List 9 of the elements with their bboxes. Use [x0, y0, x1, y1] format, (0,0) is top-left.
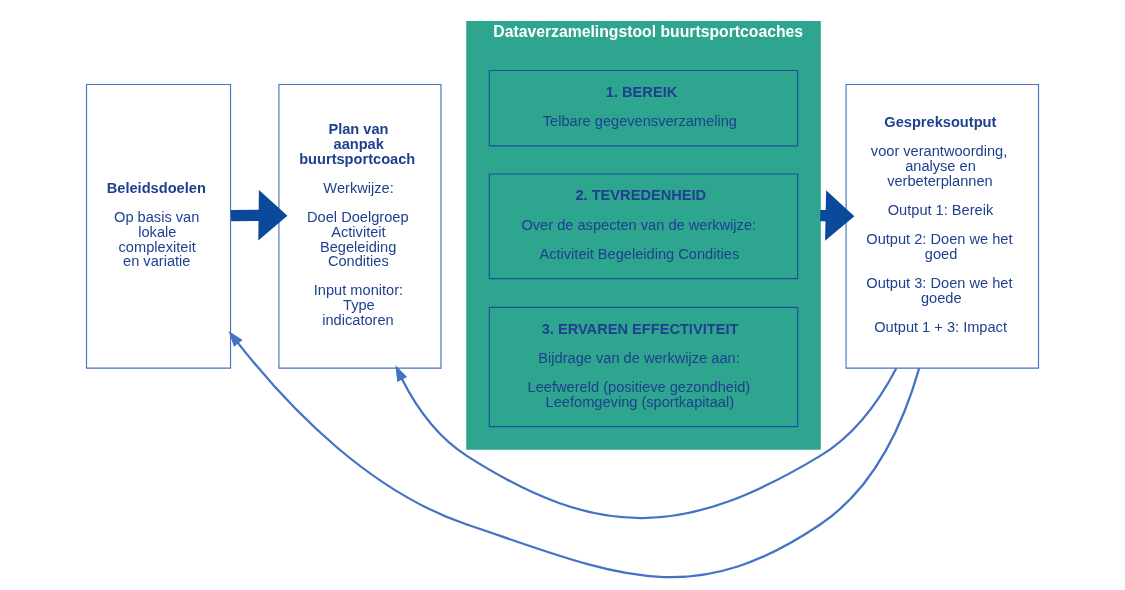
node-box: Gespreksoutput voor verantwoording, analyse en verbeterplannen Output 1: Bereik Output 2: Doen we het goed Output 3: Doen we het goede Output 1 + 3: Impact	[845, 83, 1040, 369]
node-box: Plan van aanpak buurtsportcoach Werkwijze: Doel Doelgroep Activiteit Begeleiding Condities Input monitor: Type indicatoren	[278, 83, 442, 369]
node-box: 2. TEVREDENHEID Over de aspecten van de werkwijze: Activiteit Begeleiding Condities	[488, 173, 799, 280]
node-box: Beleidsdoelen Op basis van lokale complexiteit en variatie	[85, 83, 232, 369]
arrow	[230, 190, 288, 241]
arrow	[395, 365, 898, 520]
node-box: 3. ERVAREN EFFECTIVITEIT Bijdrage van de werkwijze aan: Leefwereld (positieve gezondheid) Leefomgeving (sportkapitaal)	[488, 306, 799, 428]
node-box: 1. BEREIK Telbare gegevensverzameling	[488, 69, 799, 147]
arrow	[228, 330, 921, 579]
